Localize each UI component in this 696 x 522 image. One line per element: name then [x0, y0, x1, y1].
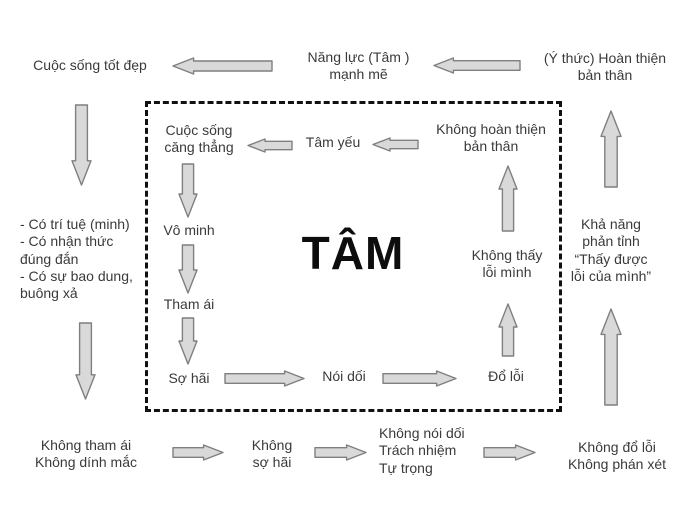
- inner-cycle-dashed-box: [145, 101, 562, 412]
- left-arrow-icon: [372, 137, 419, 152]
- right-arrow-icon: [172, 444, 224, 461]
- down-arrow-icon: [178, 163, 198, 218]
- label-vo-minh: Vô minh: [163, 222, 215, 238]
- label-cuoc-song-cang-thang: Cuộc sống căng thẳng: [164, 122, 234, 156]
- right-arrow-icon: [483, 444, 536, 461]
- label-khong-hoan-thien-ban-than: Không hoàn thiện bản thân: [436, 121, 546, 155]
- label-tham-ai: Tham ái: [163, 296, 215, 312]
- label-khong-tham-ai-khong-dinh-mac: Không tham ái Không dính mắc: [35, 437, 137, 471]
- label-noi-doi: Nói dối: [322, 368, 366, 384]
- left-arrow-icon: [433, 57, 521, 74]
- left-arrow-icon: [247, 138, 293, 153]
- down-arrow-icon: [178, 244, 198, 294]
- label-so-hai: Sợ hãi: [168, 370, 210, 386]
- left-arrow-icon: [172, 57, 273, 75]
- label-nang-luc-tam-manh-me: Năng lực (Tâm ) mạnh mẽ: [307, 49, 410, 83]
- label-y-thuc-hoan-thien-ban-than: (Ý thức) Hoàn thiện bản thân: [543, 50, 667, 84]
- right-arrow-icon: [382, 370, 457, 387]
- right-arrow-icon: [314, 444, 367, 461]
- down-arrow-icon: [178, 317, 198, 365]
- up-arrow-icon: [498, 165, 518, 232]
- up-arrow-icon: [600, 110, 622, 188]
- label-tam-yeu: Tâm yếu: [305, 134, 361, 150]
- label-tri-tue-nhan-thuc-bao-dung-list: - Có trí tuệ (minh) - Có nhận thức đúng …: [20, 216, 133, 302]
- up-arrow-icon: [600, 308, 622, 406]
- label-kha-nang-phan-tinh: Khả năng phản tỉnh “Thấy được lỗi của mì…: [570, 216, 652, 285]
- right-arrow-icon: [224, 370, 305, 387]
- label-khong-do-loi-khong-phan-xet: Không đổ lỗi Không phán xét: [567, 439, 667, 473]
- label-khong-noi-doi-trach-nhiem-tu-trong: Không nói dối Trách nhiệm Tự trọng: [379, 425, 465, 476]
- up-arrow-icon: [498, 303, 518, 357]
- diagram-title-tam: TÂM: [301, 227, 405, 279]
- label-cuoc-song-tot-dep: Cuộc sống tốt đẹp: [33, 57, 147, 73]
- label-do-loi: Đổ lỗi: [488, 368, 524, 384]
- down-arrow-icon: [75, 322, 96, 400]
- label-khong-so-hai: Không sợ hãi: [251, 437, 293, 471]
- label-khong-thay-loi-minh: Không thấy lỗi mình: [471, 247, 543, 281]
- down-arrow-icon: [71, 104, 92, 186]
